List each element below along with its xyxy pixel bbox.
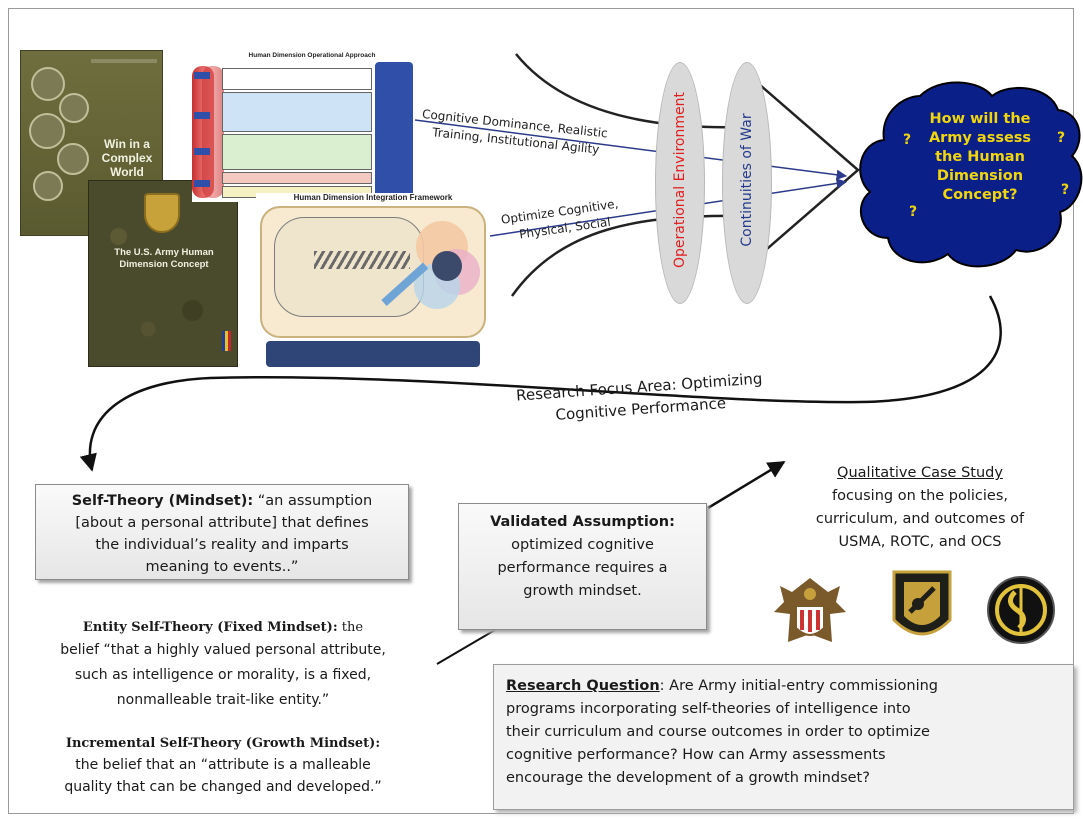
research-question-text: : Are Army initial-entry commissioning <box>659 678 938 694</box>
case-study-line: curriculum, and outcomes of <box>815 511 1025 527</box>
research-question-box: Research Question: Are Army initial-entr… <box>493 664 1074 810</box>
focus-curve <box>79 295 1002 472</box>
rotc-insignia-icon <box>892 570 952 636</box>
validated-to-casestudy-arrow <box>707 460 786 510</box>
incremental-self-theory: Incremental Self-Theory (Growth Mindset)… <box>20 734 426 798</box>
research-question-heading: Research Question <box>506 678 660 694</box>
ocs-insignia-icon <box>987 576 1055 644</box>
research-question-text: encourage the development of a growth mi… <box>506 770 870 786</box>
question-mark-icon: ? <box>903 132 912 148</box>
research-question-text: their curriculum and course outcomes in … <box>506 724 930 740</box>
approach-band-blue <box>222 92 372 132</box>
incremental-text: the belief that an “attribute is a malle… <box>75 757 371 773</box>
self-theory-text: meaning to events..” <box>145 559 299 575</box>
funnel-arrow-outline <box>510 53 860 297</box>
case-study-line: focusing on the policies, <box>831 488 1009 504</box>
question-mark-icon: ? <box>1057 130 1066 146</box>
upper-arrow-line <box>414 119 848 180</box>
question-cloud <box>859 81 1083 268</box>
research-question-text: cognitive performance? How can Army asse… <box>506 747 886 763</box>
slide-frame <box>8 8 1074 814</box>
operational-environment-label: Operational Environment <box>672 92 688 268</box>
operational-approach-diagram: Human Dimension Operational Approach <box>192 52 414 202</box>
cover-photo-circles <box>29 67 99 222</box>
research-question-text: programs incorporating self-theories of … <box>506 701 911 717</box>
approach-title: Human Dimension Operational Approach <box>248 52 376 59</box>
cloud-line: the Human <box>935 149 1025 165</box>
case-study-title: Qualitative Case Study <box>837 465 1003 481</box>
operational-environment-ellipse <box>655 62 705 304</box>
red-arrow-right <box>202 66 224 198</box>
validated-text: optimized cognitive <box>511 537 654 553</box>
entity-heading: Entity Self-Theory (Fixed Mindset): <box>82 620 338 635</box>
question-mark-icon: ? <box>909 204 918 220</box>
incremental-text: quality that can be changed and develope… <box>64 779 382 795</box>
integration-framework-diagram: Human Dimension Integration Framework <box>256 193 490 371</box>
entity-text: nonmalleable trait-like entity.” <box>116 692 330 708</box>
cloud-line: Concept? <box>942 187 1018 203</box>
approach-tag <box>194 180 210 187</box>
validated-text: growth mindset. <box>523 583 642 599</box>
case-study-line: USMA, ROTC, and OCS <box>838 534 1002 550</box>
self-theory-text: the individual’s reality and imparts <box>95 537 349 553</box>
approach-tag <box>194 112 210 119</box>
entity-text: the <box>337 620 364 635</box>
self-theory-heading: Self-Theory (Mindset): <box>71 493 254 509</box>
framework-pattern <box>314 251 410 269</box>
cloud-question: How will the Army assess the Human Dimen… <box>912 110 1048 205</box>
book2-title: The U.S. Army Human Dimension Concept <box>114 247 214 270</box>
entity-text: belief “that a highly valued personal at… <box>60 642 386 658</box>
approach-band-red <box>222 172 372 184</box>
venn-center <box>432 251 462 281</box>
validated-text: performance requires a <box>497 560 668 576</box>
incremental-heading: Incremental Self-Theory (Growth Mindset)… <box>65 736 381 751</box>
cloud-line: Dimension <box>936 168 1024 184</box>
self-theory-text: [about a personal attribute] that define… <box>75 515 369 531</box>
cover-stripe <box>91 59 157 63</box>
approach-band-green <box>222 134 372 170</box>
army-crest-icon <box>144 193 180 233</box>
approach-tag <box>194 72 210 79</box>
validated-assumption-box: Validated Assumption: optimized cognitiv… <box>458 503 707 630</box>
cloud-line: Army assess <box>928 130 1032 146</box>
entity-text: such as intelligence or morality, is a f… <box>74 667 372 683</box>
continuities-of-war-ellipse <box>722 62 772 304</box>
human-dimension-concept-cover: The U.S. Army Human Dimension Concept <box>88 180 238 367</box>
case-study-text: Qualitative Case Study focusing on the p… <box>770 462 1070 554</box>
approach-tag <box>194 148 210 155</box>
entity-self-theory: Entity Self-Theory (Fixed Mindset): the … <box>20 618 426 713</box>
usma-crest-icon <box>774 578 846 642</box>
cloud-line: How will the <box>929 111 1031 127</box>
continuities-of-war-label: Continuities of War <box>739 113 755 247</box>
self-theory-box: Self-Theory (Mindset): “an assumption [a… <box>35 484 409 580</box>
approach-end-state-box <box>375 62 413 202</box>
approach-band-top <box>222 68 372 90</box>
book1-title: Win in a Complex World <box>101 137 153 179</box>
validated-heading: Validated Assumption: <box>490 514 675 530</box>
integration-title: Human Dimension Integration Framework <box>293 193 453 202</box>
flag-icon <box>222 331 231 351</box>
self-theory-text: “an assumption <box>253 493 373 509</box>
framework-result-box <box>266 341 480 367</box>
question-mark-icon: ? <box>1061 182 1070 198</box>
